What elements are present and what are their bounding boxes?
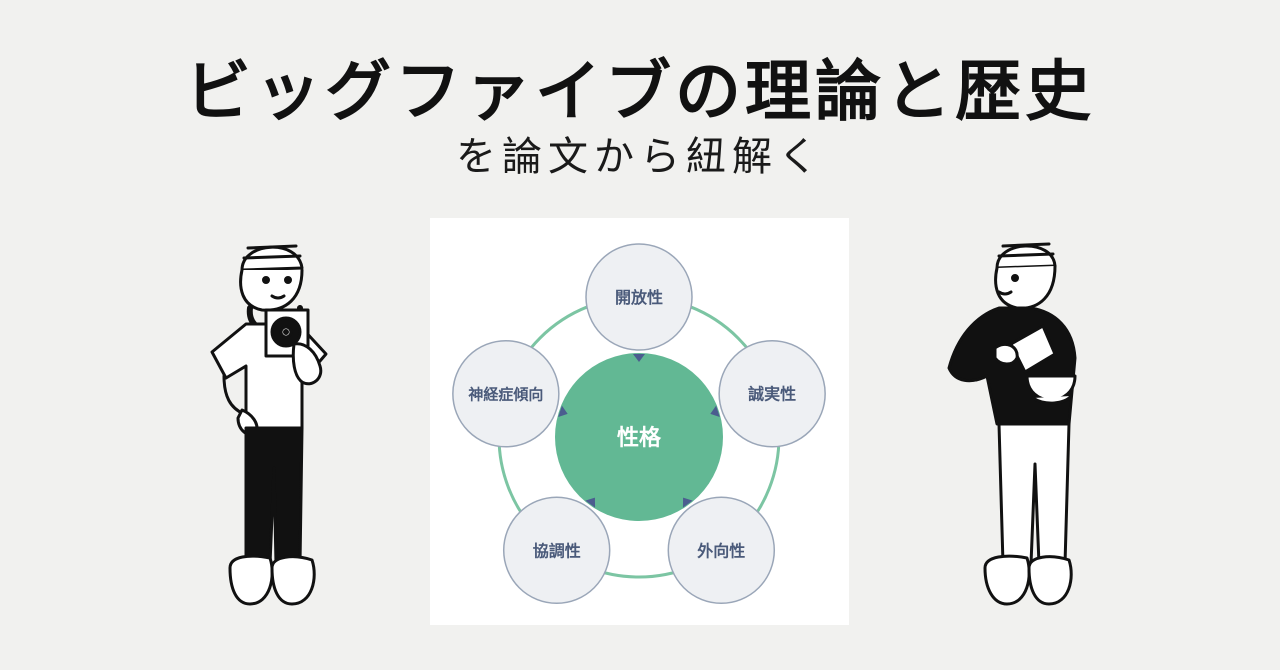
node-arrow — [710, 405, 720, 418]
big-five-diagram: 性格 開放性誠実性外向性 協調性 神経症傾向 — [430, 218, 849, 625]
trait-node — [585, 243, 693, 351]
trait-label: 協調性 — [533, 541, 581, 560]
trait-node — [502, 496, 611, 605]
center-circle — [555, 353, 723, 521]
node-arrow — [558, 405, 568, 418]
trait-node — [452, 339, 560, 448]
page-subtitle: を論文から紐解く — [456, 134, 824, 180]
node-arrow — [585, 497, 596, 508]
trait-label: 神経症傾向 — [468, 386, 543, 404]
node-arrow — [633, 354, 645, 362]
person-holding-bowl-icon — [935, 228, 1095, 613]
node-arrow — [682, 497, 693, 508]
trait-label: 外向性 — [696, 541, 745, 560]
trait-label: 誠実性 — [748, 385, 796, 404]
center-label: 性格 — [617, 425, 662, 451]
trait-node — [667, 496, 776, 605]
trait-label: 開放性 — [615, 288, 663, 307]
person-holding-record-icon — [190, 228, 350, 613]
trait-node — [718, 339, 826, 448]
page-title: ビッグファイブの理論と歴史 — [185, 53, 1095, 130]
